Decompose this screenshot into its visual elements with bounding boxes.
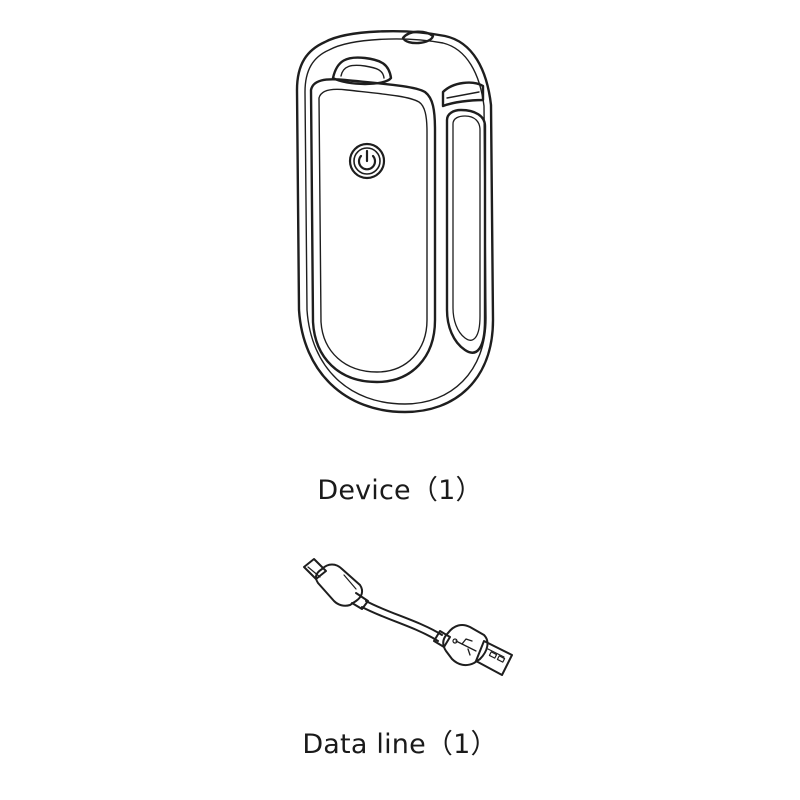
device-caption: Device（1） bbox=[317, 475, 483, 506]
usb-cable-illustration bbox=[303, 558, 513, 676]
power-icon bbox=[348, 142, 386, 180]
data-line-caption: Data line（1） bbox=[302, 729, 498, 760]
device-illustration bbox=[295, 30, 495, 414]
